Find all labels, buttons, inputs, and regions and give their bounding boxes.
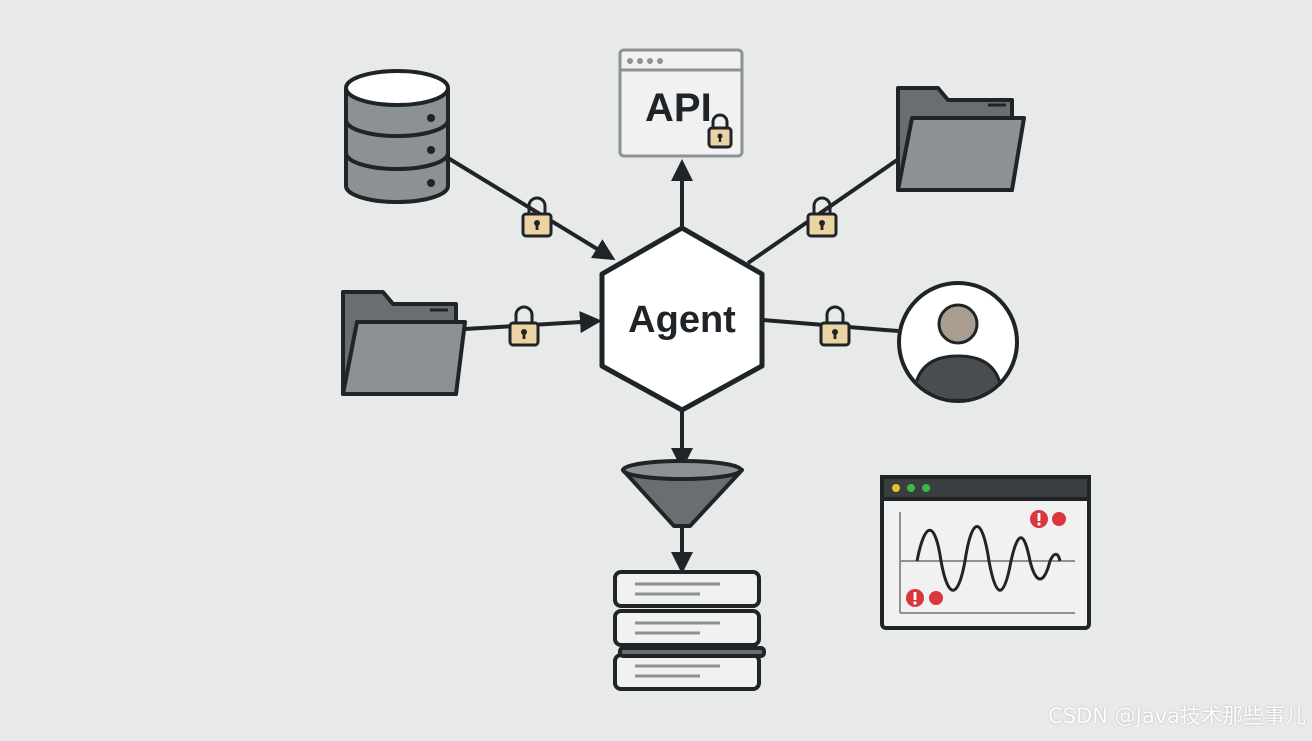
lock-icon [508, 305, 540, 347]
alert-icon [906, 589, 924, 607]
agent-to-folder-right-line [746, 156, 902, 265]
user-avatar-icon [897, 281, 1019, 403]
lock-icon [521, 196, 553, 238]
lock-icon [806, 196, 838, 238]
folder-icon [896, 86, 1026, 192]
alert-icon [1030, 510, 1048, 528]
folder-icon [341, 290, 467, 396]
watermark: CSDN @Java技术那些事儿 [1048, 704, 1306, 728]
funnel-icon [621, 459, 744, 528]
alert-dot [929, 591, 943, 605]
alert-dot [1052, 512, 1066, 526]
database-icon [344, 69, 450, 204]
agent-label: Agent [628, 299, 736, 341]
api-label: API [645, 86, 712, 130]
document-stack-icon [613, 570, 766, 691]
agent-node: Agent [599, 225, 765, 413]
lock-icon [707, 113, 733, 149]
lock-icon [819, 305, 851, 347]
